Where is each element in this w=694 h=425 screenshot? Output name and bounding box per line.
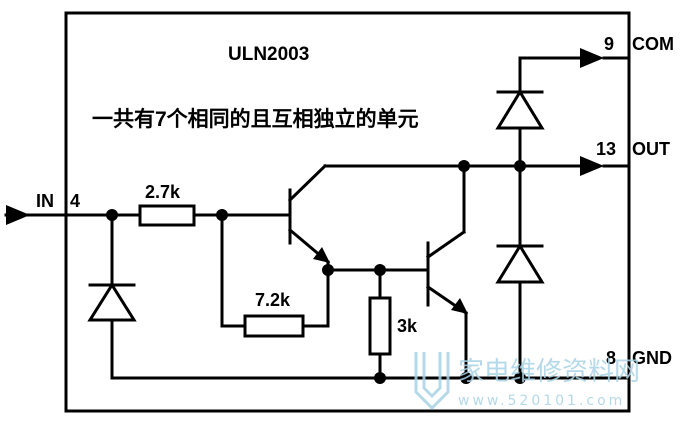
junction-dot <box>514 160 526 172</box>
out-pin-number: 13 <box>596 139 616 159</box>
junction-dot <box>458 160 470 172</box>
flyback-diode-icon <box>495 89 545 130</box>
unit-caption: 一共有7个相同的且互相独立的单元 <box>92 107 419 131</box>
watermark: 家电维修资料网 www.520101.com <box>414 352 640 411</box>
junction-dot <box>322 264 334 276</box>
junction-dot <box>514 372 526 384</box>
out-pin-name: OUT <box>632 139 670 159</box>
resistor-2-7k-label: 2.7k <box>145 182 181 202</box>
watermark-logo-icon <box>414 352 450 411</box>
junction-dot <box>460 372 472 384</box>
resistor-2-7k <box>138 204 196 227</box>
junction-dot <box>374 264 386 276</box>
junction-dot <box>374 372 386 384</box>
junction-dot <box>106 209 118 221</box>
q1-emitter-arrow-icon <box>313 247 330 263</box>
q2-emitter-arrow-icon <box>451 298 468 314</box>
resistor-3k-label: 3k <box>397 316 418 336</box>
input-pin-name: IN <box>36 191 54 211</box>
out-arrow-icon <box>580 156 604 176</box>
resistor-3k <box>368 296 392 356</box>
watermark-text: 家电维修资料网 <box>458 357 640 387</box>
chip-name: ULN2003 <box>228 44 309 65</box>
gnd-pin-name: GND <box>632 348 672 368</box>
watermark-url: www.520101.com <box>458 393 625 409</box>
com-pin-name: COM <box>632 34 674 54</box>
chip-outline <box>64 11 631 413</box>
substrate-diode-icon <box>495 243 545 284</box>
resistor-7-2k <box>243 314 305 338</box>
resistor-7-2k-label: 7.2k <box>255 290 291 310</box>
input-pin-number: 4 <box>70 191 80 211</box>
gnd-pin-number: 8 <box>606 348 616 368</box>
com-pin-number: 9 <box>604 34 614 54</box>
input-clamp-diode-icon <box>87 282 137 322</box>
com-arrow-icon <box>580 48 604 68</box>
junction-dot <box>216 209 228 221</box>
